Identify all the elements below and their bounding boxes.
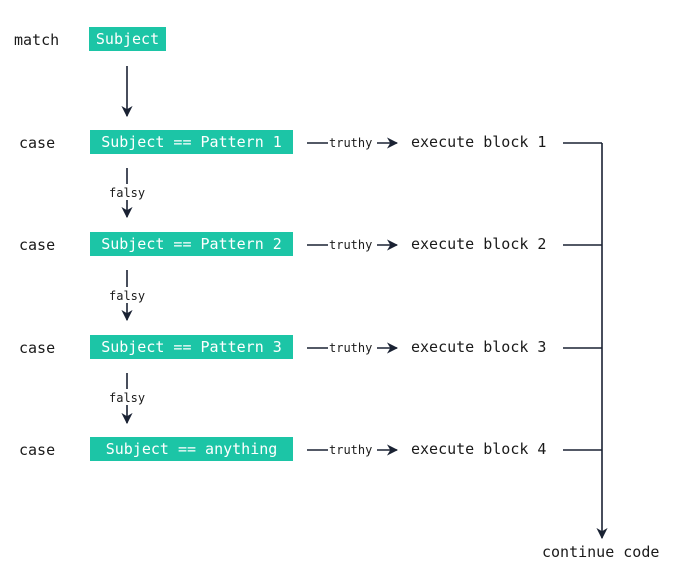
falsy-label-3: falsy (109, 391, 146, 405)
truthy-label-3: truthy (329, 341, 373, 355)
case-keyword-3: case (19, 339, 56, 357)
truthy-label-4: truthy (329, 443, 373, 457)
condition-box-3: Subject == Pattern 3 (90, 335, 293, 359)
truthy-label-1: truthy (329, 136, 373, 150)
truthy-label-2: truthy (329, 238, 373, 252)
subject-box: Subject (89, 27, 166, 51)
continue-code-label: continue code (542, 543, 660, 561)
case-keyword-1: case (19, 134, 56, 152)
execute-block-1: execute block 1 (411, 133, 547, 151)
falsy-label-2: falsy (109, 289, 146, 303)
execute-block-2: execute block 2 (411, 235, 547, 253)
case-keyword-4: case (19, 441, 56, 459)
condition-box-4: Subject == anything (90, 437, 293, 461)
falsy-label-1: falsy (109, 186, 146, 200)
condition-box-1: Subject == Pattern 1 (90, 130, 293, 154)
condition-box-2: Subject == Pattern 2 (90, 232, 293, 256)
execute-block-3: execute block 3 (411, 338, 547, 356)
match-keyword: match (14, 31, 60, 49)
execute-block-4: execute block 4 (411, 440, 547, 458)
case-keyword-2: case (19, 236, 56, 254)
